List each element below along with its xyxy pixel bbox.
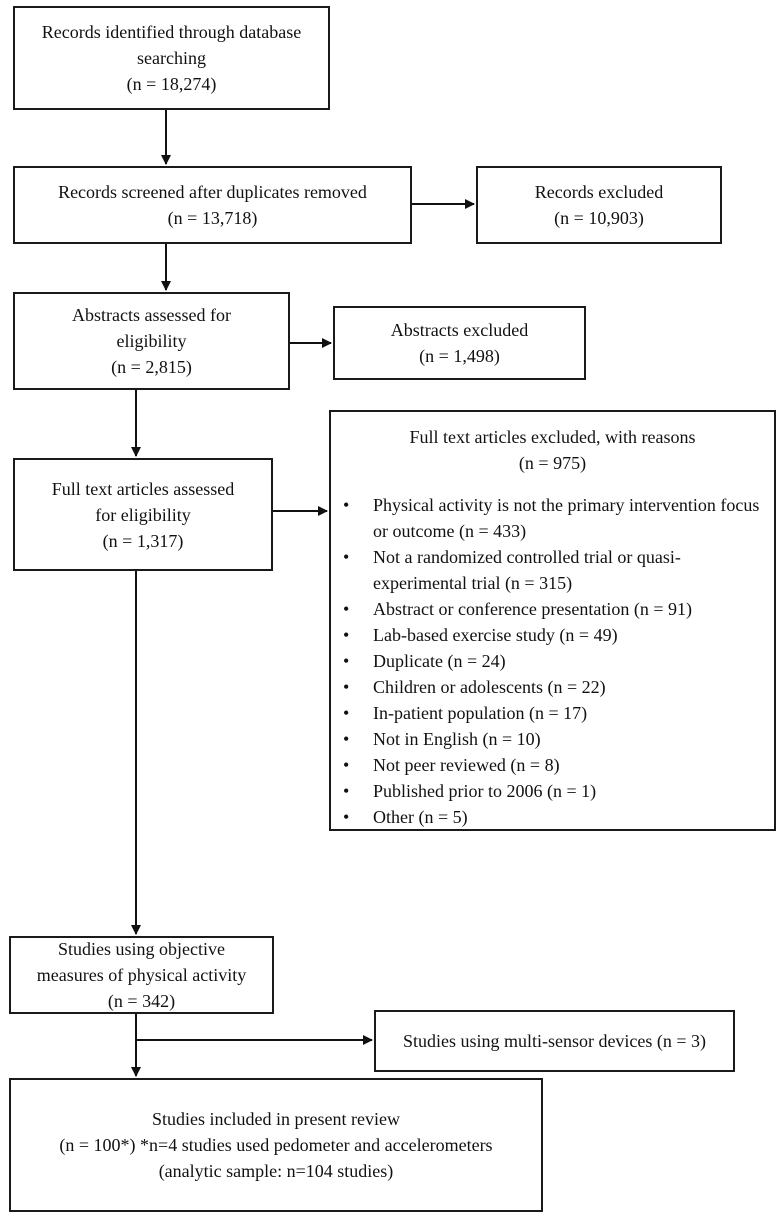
- fulltext-assessed-line-1: Full text articles assessed: [51, 478, 235, 499]
- exclusion-reason: Not peer reviewed (n = 8): [331, 752, 774, 778]
- abstracts-excluded-box: Abstracts excluded (n = 1,498): [333, 306, 586, 380]
- exclusion-reason: Children or adolescents (n = 22): [331, 674, 774, 700]
- records-excluded-line-1: Records excluded: [534, 182, 664, 202]
- records-identified-line-1: Records identified through database: [41, 22, 302, 42]
- exclusion-reasons-list: Physical activity is not the primary int…: [331, 492, 774, 830]
- records-identified-count: (n = 18,274): [126, 74, 217, 94]
- abstracts-excluded-line-1: Abstracts excluded: [390, 320, 529, 340]
- objective-measures-line-1: Studies using objective: [58, 939, 225, 959]
- fulltext-excluded-box: Full text articles excluded, with reason…: [329, 410, 776, 831]
- included-box: Studies included in present review (n = …: [9, 1078, 543, 1212]
- abstracts-assessed-line-2: eligibility: [116, 331, 187, 351]
- fulltext-assessed-line-2: for eligibility: [95, 504, 191, 525]
- abstracts-assessed-count: (n = 2,815): [111, 357, 192, 377]
- objective-measures-line-2: measures of physical activity: [36, 965, 247, 985]
- records-identified-box: Records identified through database sear…: [13, 6, 330, 110]
- included-line-1: Studies included in present review: [152, 1109, 400, 1129]
- exclusion-reason: Physical activity is not the primary int…: [331, 492, 774, 544]
- exclusion-reason: Not in English (n = 10): [331, 726, 774, 752]
- fulltext-assessed-box: Full text articles assessed for eligibil…: [13, 458, 273, 571]
- multi-sensor-line-1: Studies using multi-sensor devices (n = …: [402, 1031, 707, 1051]
- records-screened-box: Records screened after duplicates remove…: [13, 166, 412, 244]
- fulltext-excluded-header: Full text articles excluded, with reason…: [331, 424, 774, 476]
- multi-sensor-box: Studies using multi-sensor devices (n = …: [374, 1010, 735, 1072]
- exclusion-reason: In-patient population (n = 17): [331, 700, 774, 726]
- exclusion-reason: Published prior to 2006 (n = 1): [331, 778, 774, 804]
- exclusion-reason: Lab-based exercise study (n = 49): [331, 622, 774, 648]
- objective-measures-count: (n = 342): [107, 991, 176, 1011]
- records-screened-count: (n = 13,718): [167, 208, 258, 228]
- abstracts-excluded-count: (n = 1,498): [419, 346, 500, 366]
- included-line-2: (n = 100*) *n=4 studies used pedometer a…: [59, 1135, 493, 1155]
- fulltext-excluded-title: Full text articles excluded, with reason…: [409, 427, 696, 447]
- abstracts-assessed-line-1: Abstracts assessed for: [72, 305, 231, 325]
- objective-measures-box: Studies using objective measures of phys…: [9, 936, 274, 1014]
- records-screened-line-1: Records screened after duplicates remove…: [58, 182, 367, 202]
- fulltext-excluded-count: (n = 975): [518, 453, 587, 473]
- abstracts-assessed-box: Abstracts assessed for eligibility (n = …: [13, 292, 290, 390]
- exclusion-reason: Duplicate (n = 24): [331, 648, 774, 674]
- exclusion-reason: Other (n = 5): [331, 804, 774, 830]
- included-line-3: (analytic sample: n=104 studies): [158, 1161, 394, 1181]
- records-excluded-box: Records excluded (n = 10,903): [476, 166, 722, 244]
- exclusion-reason: Not a randomized controlled trial or qua…: [331, 544, 774, 596]
- records-identified-line-2: searching: [137, 48, 206, 68]
- records-excluded-count: (n = 10,903): [554, 208, 644, 228]
- exclusion-reason: Abstract or conference presentation (n =…: [331, 596, 774, 622]
- fulltext-assessed-count: (n = 1,317): [102, 530, 184, 551]
